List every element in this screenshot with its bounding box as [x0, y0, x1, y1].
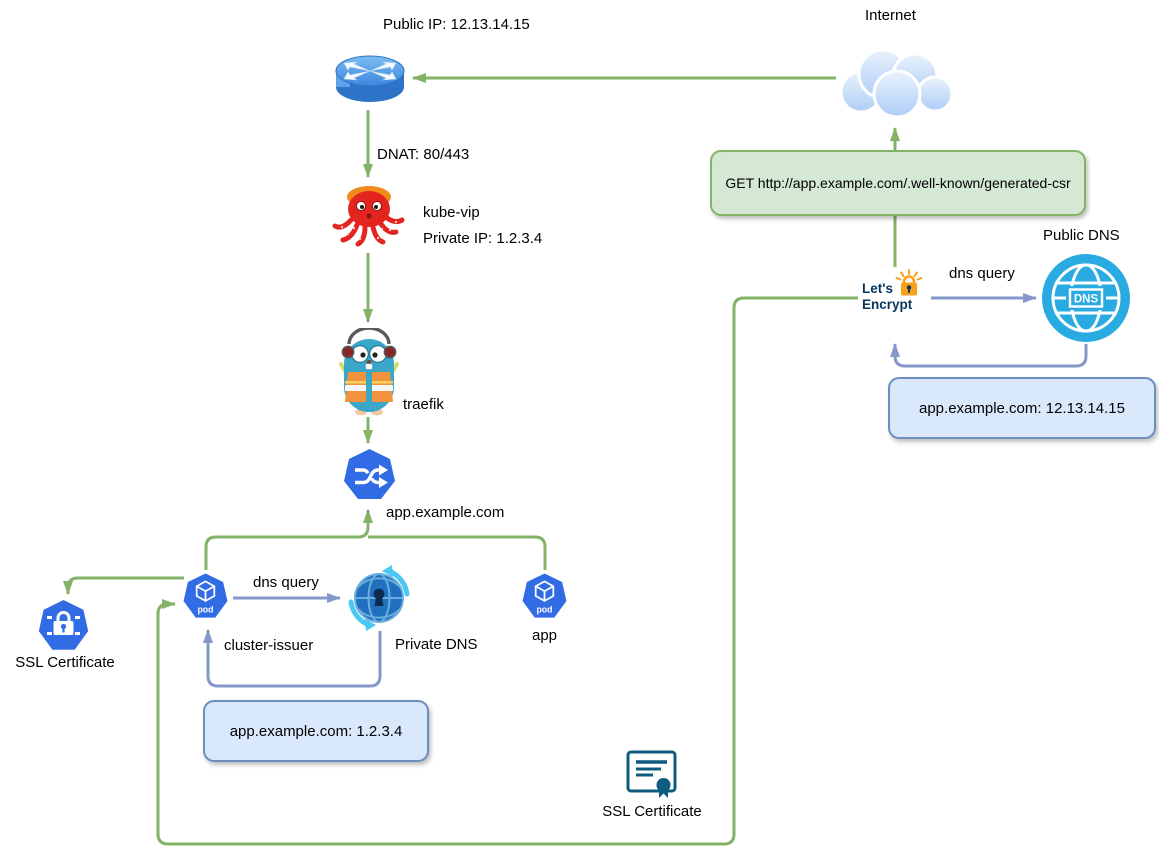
private-dns-answer-text: app.example.com: 1.2.3.4: [229, 722, 403, 740]
lets-encrypt-word2: Encrypt: [862, 297, 913, 312]
public-dns-answer-callout: app.example.com: 12.13.14.15: [888, 377, 1156, 439]
dns-badge-text: DNS: [1074, 294, 1099, 306]
ssl-secret-label: SSL Certificate: [15, 654, 115, 671]
private-dns-label: Private DNS: [395, 636, 478, 653]
kubernetes-pod-icon: pod: [183, 573, 228, 618]
cloud-icon: [839, 48, 954, 119]
edge-pod-app-to-service: [368, 535, 547, 570]
router-icon: [335, 55, 405, 102]
public-dns-globe-icon: DNS: [1042, 254, 1130, 342]
kubernetes-secret-icon: [38, 600, 89, 650]
cluster-issuer-label: cluster-issuer: [224, 637, 314, 654]
kubernetes-pod-icon: pod: [522, 573, 567, 618]
traefik-label: traefik: [403, 396, 444, 413]
kubernetes-service-icon: [344, 449, 395, 499]
get-request-text: GET http://app.example.com/.well-known/g…: [725, 175, 1071, 191]
lets-encrypt-word1: Let's: [862, 281, 893, 296]
service-hostname-label: app.example.com: [386, 504, 505, 521]
public-dns-label: Public DNS: [1043, 227, 1120, 244]
edge-pod-cluster-issuer-to-service: [204, 509, 373, 570]
pod-app-label: app: [531, 627, 558, 644]
private-dns-globe-icon: [348, 565, 410, 631]
pod-badge-text: pod: [197, 605, 213, 615]
get-request-callout: GET http://app.example.com/.well-known/g…: [710, 150, 1086, 216]
kube-vip-private-ip-label: Private IP: 1.2.3.4: [423, 230, 543, 247]
lets-encrypt-logo: Let's Encrypt: [862, 269, 923, 312]
certificate-icon: [626, 750, 677, 798]
edge-private-dns-to-pod-return: [203, 629, 382, 688]
kube-vip-octopus-icon: [332, 186, 405, 247]
dnat-edge-label: DNAT: 80/443: [377, 146, 470, 163]
edge-public-dns-to-letsencrypt-return: [890, 343, 1088, 368]
private-dns-answer-callout: app.example.com: 1.2.3.4: [203, 700, 429, 762]
edge-letsencrypt-to-pod-loop: [156, 296, 858, 846]
traefik-gopher-icon: [339, 328, 399, 416]
edge-pod-to-ssl-secret: [63, 576, 184, 595]
private-dns-query-label: dns query: [253, 574, 319, 591]
public-dns-query-label: dns query: [949, 265, 1015, 282]
public-dns-answer-text: app.example.com: 12.13.14.15: [919, 399, 1125, 417]
pod-badge-text: pod: [536, 605, 552, 615]
kube-vip-label: kube-vip: [423, 204, 480, 221]
ssl-certificate-file-label: SSL Certificate: [602, 803, 702, 820]
internet-label: Internet: [865, 7, 916, 24]
router-public-ip-label: Public IP: 12.13.14.15: [383, 16, 530, 33]
